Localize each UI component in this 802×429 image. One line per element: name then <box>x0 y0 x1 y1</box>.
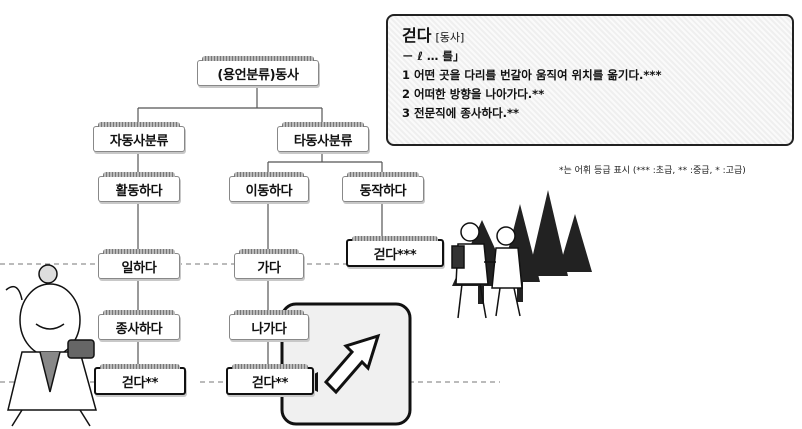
node-transitive: 타동사분류 <box>277 122 369 152</box>
arrow-panel <box>280 302 412 426</box>
sentence-pattern: － ℓ … 를」 <box>402 49 465 63</box>
node-work: 일하다 <box>98 249 180 279</box>
node-walk-intransitive: 걷다** <box>94 364 186 395</box>
sense-3: 3 전문직에 종사하다.** <box>402 106 520 120</box>
sense-1: 1 어떤 곳을 다리를 번갈아 움직여 위치를 옮기다.*** <box>402 68 662 82</box>
node-activity: 활동하다 <box>98 172 180 202</box>
tree-connectors <box>137 84 383 366</box>
definition-box: 걷다[동사] － ℓ … 를」 1 어떤 곳을 다리를 번갈아 움직여 위치를 … <box>386 14 794 146</box>
node-intransitive: 자동사분류 <box>93 122 185 152</box>
headword: 걷다 <box>402 26 432 45</box>
part-of-speech: [동사] <box>435 31 465 44</box>
sense-2: 2 어떠한 방향을 나아가다.** <box>402 87 545 101</box>
walking-couple-illustration <box>451 222 523 319</box>
node-engage: 종사하다 <box>98 310 180 340</box>
node-movement: 이동하다 <box>229 172 309 202</box>
doctor-illustration <box>5 264 97 427</box>
headword-line: 걷다[동사] <box>402 26 778 47</box>
node-go: 가다 <box>234 249 304 279</box>
diagonal-arrow-icon <box>323 333 381 395</box>
node-go-out: 나가다 <box>229 310 309 340</box>
node-walk-action: 걷다*** <box>346 236 444 267</box>
node-walk-direction: 걷다** <box>226 364 314 395</box>
node-verb-root: (용언분류)동사 <box>197 56 319 86</box>
grade-legend: *는 어휘 등급 표시 (*** :초급, ** :중급, * :고급) <box>559 166 746 176</box>
node-action: 동작하다 <box>342 172 424 202</box>
